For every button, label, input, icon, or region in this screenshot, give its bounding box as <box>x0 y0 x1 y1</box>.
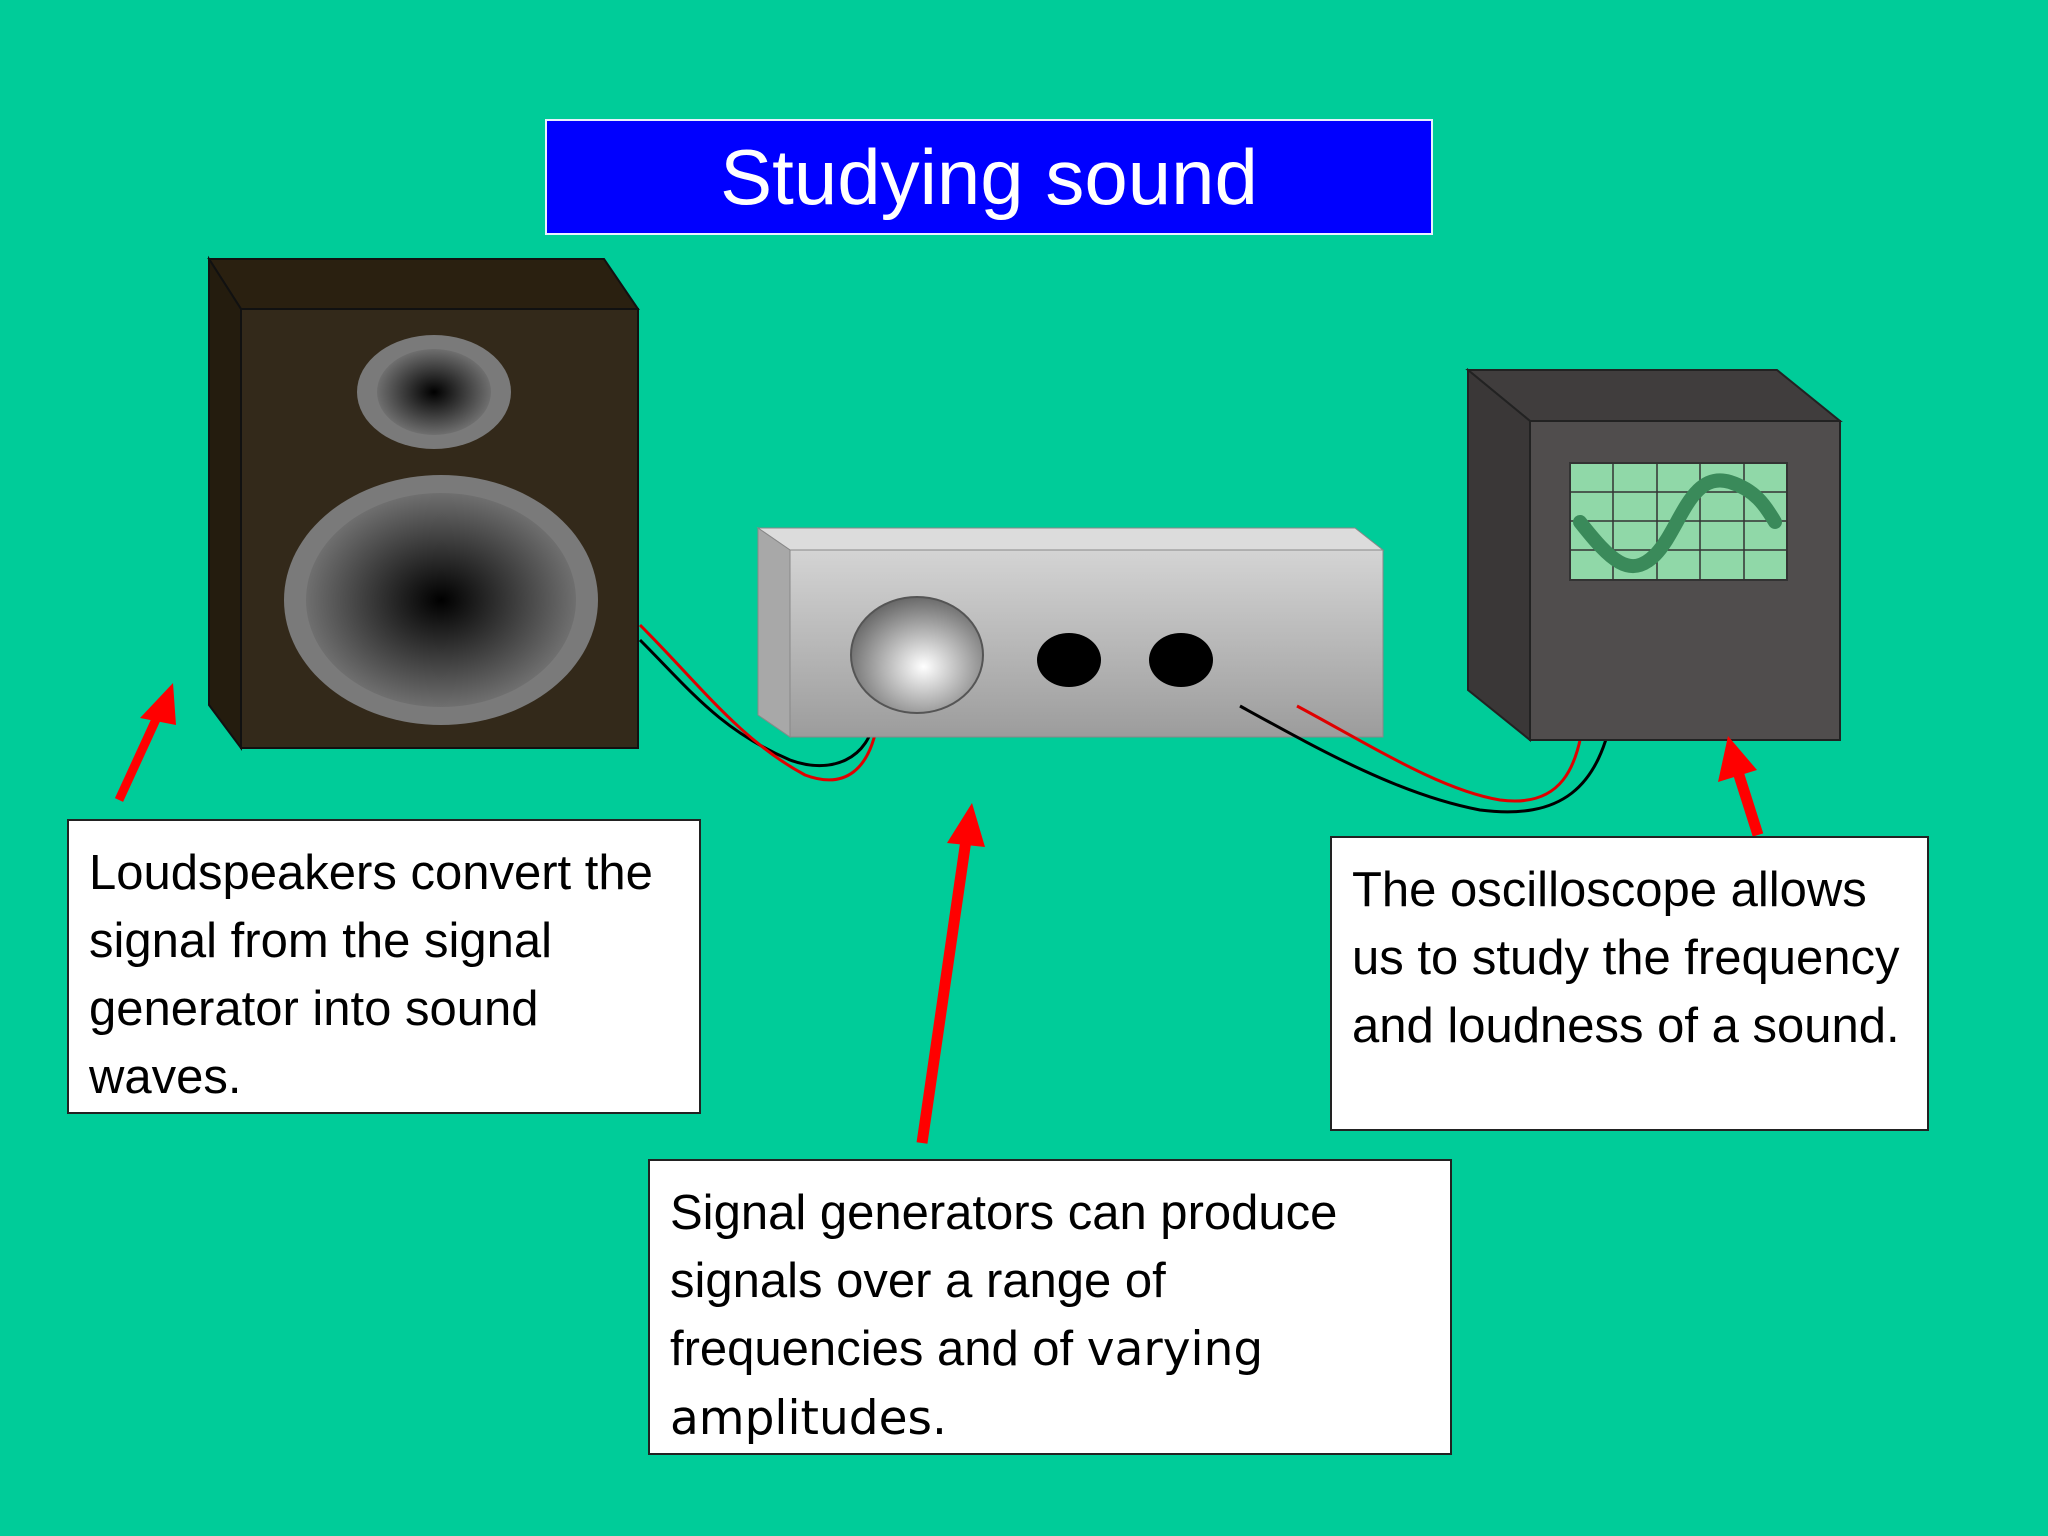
arrow-to-generator <box>916 803 985 1144</box>
slide-title: Studying sound <box>545 119 1433 235</box>
arrow-to-speaker <box>114 683 176 802</box>
speaker-caption: Loudspeakers convert the signal from the… <box>67 819 701 1114</box>
generator-caption: Signal generators can produce signals ov… <box>648 1159 1452 1455</box>
loudspeaker-icon <box>207 255 640 752</box>
generator-caption-handwritten: varying amplitudes. <box>670 1322 1264 1446</box>
oscilloscope-icon <box>1465 367 1843 743</box>
scope-wires <box>1239 704 1616 814</box>
generator-caption-text: Signal generators can produce signals ov… <box>670 1186 1338 1376</box>
speaker-wires <box>638 623 880 782</box>
signal-generator-icon <box>756 527 1385 738</box>
scope-caption: The oscilloscope allows us to study the … <box>1330 836 1929 1131</box>
arrow-to-scope <box>1718 736 1764 837</box>
